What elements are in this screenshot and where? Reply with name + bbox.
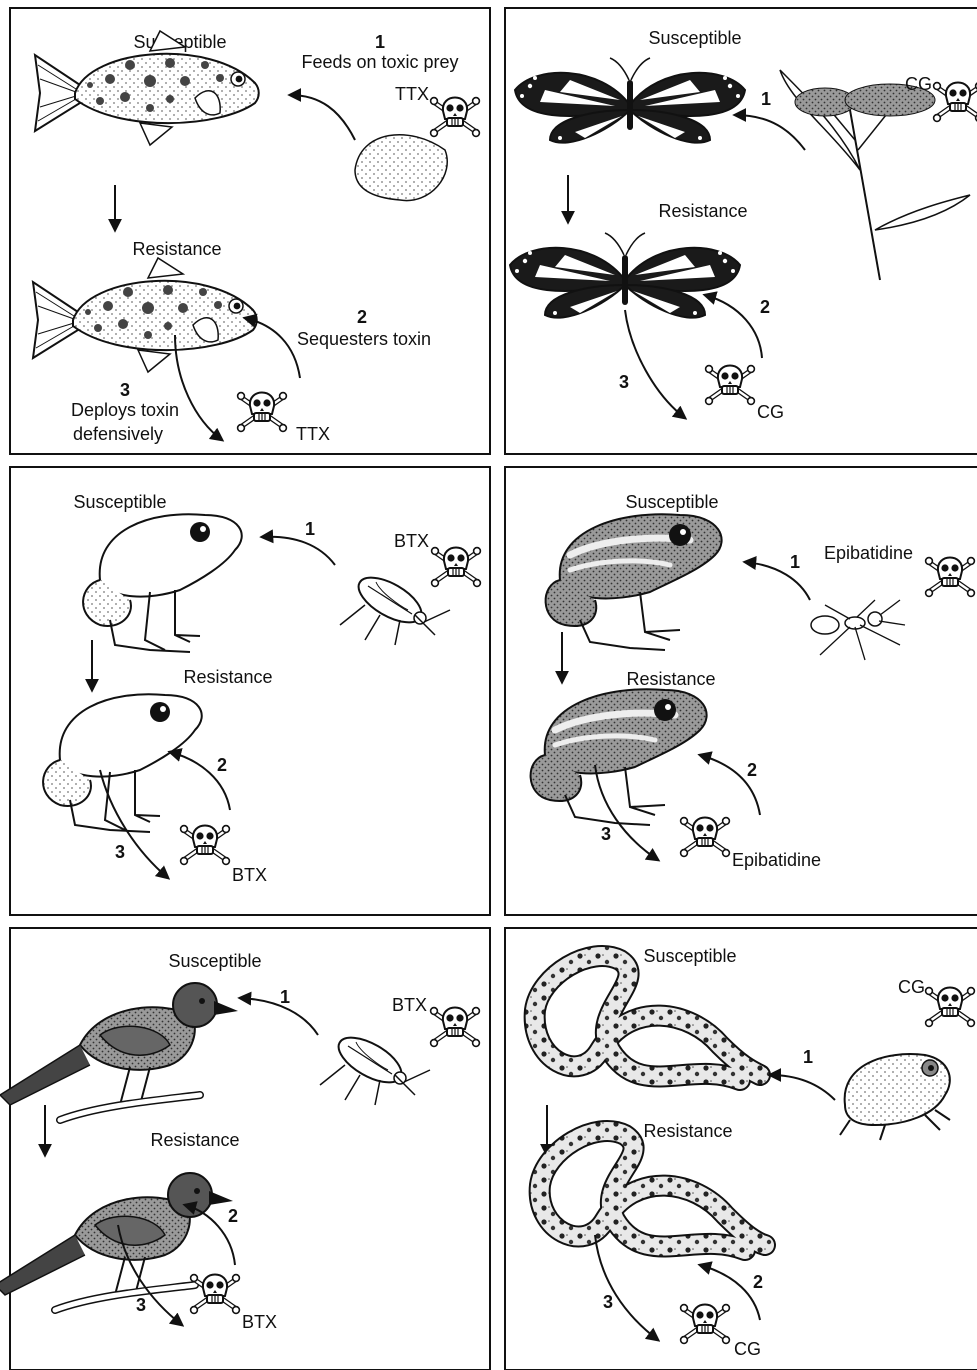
arrow-step-1 xyxy=(770,1075,835,1100)
label-resistance: Resistance xyxy=(132,239,221,259)
skull-crossbones-icon xyxy=(681,818,730,857)
monarch-susceptible-illustration xyxy=(515,58,745,143)
skull-crossbones-icon xyxy=(431,98,480,137)
step-2-number: 2 xyxy=(753,1272,763,1292)
label-resistance: Resistance xyxy=(658,201,747,221)
step-3-text: defensively xyxy=(73,424,163,444)
skull-crossbones-icon xyxy=(681,1305,730,1344)
toad-prey-illustration xyxy=(840,1054,950,1140)
bird-resistant-illustration xyxy=(0,1173,233,1310)
step-2-number: 2 xyxy=(217,755,227,775)
beetle-prey-illustration xyxy=(320,1029,430,1105)
label-susceptible: Susceptible xyxy=(648,28,741,48)
step-2-number: 2 xyxy=(228,1206,238,1226)
step-2-number: 2 xyxy=(760,297,770,317)
toxin-label-in: CG xyxy=(898,977,925,997)
toxin-label-out: BTX xyxy=(232,865,267,885)
arrow-step-3 xyxy=(625,310,685,418)
skull-crossbones-icon xyxy=(238,393,287,432)
label-resistance: Resistance xyxy=(643,1121,732,1141)
skull-crossbones-icon xyxy=(432,548,481,587)
step-1-text: Feeds on toxic prey xyxy=(301,52,458,72)
step-3-number: 3 xyxy=(115,842,125,862)
panel-monarch: Susceptible CG 1 Resistance 2 3 CG xyxy=(505,8,977,454)
label-resistance: Resistance xyxy=(183,667,272,687)
label-susceptible: Susceptible xyxy=(73,492,166,512)
arrow-step-1 xyxy=(262,537,335,565)
step-1-number: 1 xyxy=(375,32,385,52)
step-1-number: 1 xyxy=(305,519,315,539)
arrow-step-1 xyxy=(745,562,810,600)
milkweed-plant-illustration xyxy=(780,70,970,280)
skull-crossbones-icon xyxy=(926,988,975,1027)
skull-crossbones-icon xyxy=(191,1275,240,1314)
step-2-number: 2 xyxy=(357,307,367,327)
label-susceptible: Susceptible xyxy=(625,492,718,512)
arrow-step-2 xyxy=(705,295,762,358)
frog-resistant-illustration xyxy=(43,694,202,832)
panel-frame xyxy=(505,467,977,915)
step-3-number: 3 xyxy=(601,824,611,844)
ant-prey-illustration xyxy=(811,600,905,660)
skull-crossbones-icon xyxy=(706,366,755,405)
step-3-number: 3 xyxy=(603,1292,613,1312)
toxin-label-in: Epibatidine xyxy=(824,543,913,563)
panel-poison-frog: Susceptible 1 BTX Resistance 2 3 BTX xyxy=(10,467,490,915)
panel-pufferfish: Susceptible 1 Feeds on toxic prey TTX Re… xyxy=(10,8,490,454)
step-3-text: Deploys toxin xyxy=(71,400,179,420)
step-1-number: 1 xyxy=(280,987,290,1007)
monarch-resistant-illustration xyxy=(510,233,740,318)
step-3-number: 3 xyxy=(619,372,629,392)
panel-bird: Susceptible 1 BTX Resistance 2 3 BTX xyxy=(0,928,490,1370)
label-resistance: Resistance xyxy=(150,1130,239,1150)
step-2-number: 2 xyxy=(747,760,757,780)
step-3-number: 3 xyxy=(120,380,130,400)
label-susceptible: Susceptible xyxy=(168,951,261,971)
frog-susceptible-illustration xyxy=(546,514,722,650)
step-1-number: 1 xyxy=(761,89,771,109)
pufferfish-resistant-illustration xyxy=(33,258,257,372)
arrow-step-1 xyxy=(735,115,805,150)
step-1-number: 1 xyxy=(790,552,800,572)
toxin-label-out: BTX xyxy=(242,1312,277,1332)
skull-crossbones-icon xyxy=(431,1008,480,1047)
frog-susceptible-illustration xyxy=(83,514,242,652)
step-2-text: Sequesters toxin xyxy=(297,329,431,349)
toxin-label-out: CG xyxy=(734,1339,761,1359)
toxin-label-in: BTX xyxy=(392,995,427,1015)
step-1-number: 1 xyxy=(803,1047,813,1067)
toxin-label-in: BTX xyxy=(394,531,429,551)
label-resistance: Resistance xyxy=(626,669,715,689)
snake-resistant-illustration xyxy=(540,1131,765,1250)
skull-crossbones-icon xyxy=(926,558,975,597)
toxin-label-out: Epibatidine xyxy=(732,850,821,870)
toxin-label-out: TTX xyxy=(296,424,330,444)
toxin-label-out: CG xyxy=(757,402,784,422)
arrow-step-1 xyxy=(290,95,355,140)
toxin-label-in: TTX xyxy=(395,84,429,104)
panel-snake: Susceptible CG 1 Resistance 2 3 CG xyxy=(505,928,977,1370)
arrow-step-3 xyxy=(175,335,222,440)
label-susceptible: Susceptible xyxy=(133,32,226,52)
bird-susceptible-illustration xyxy=(0,983,238,1120)
step-3-number: 3 xyxy=(136,1295,146,1315)
flatworm-prey-illustration xyxy=(355,135,447,201)
panel-frame xyxy=(10,8,490,454)
skull-crossbones-icon xyxy=(181,826,230,865)
toxin-label-in: CG xyxy=(905,74,932,94)
skull-crossbones-icon xyxy=(934,83,977,122)
panel-epibatidine-frog: Susceptible 1 Epibatidine Resistance 2 3… xyxy=(505,467,977,915)
frog-resistant-illustration xyxy=(531,689,707,825)
label-susceptible: Susceptible xyxy=(643,946,736,966)
snake-susceptible-illustration xyxy=(535,956,760,1080)
